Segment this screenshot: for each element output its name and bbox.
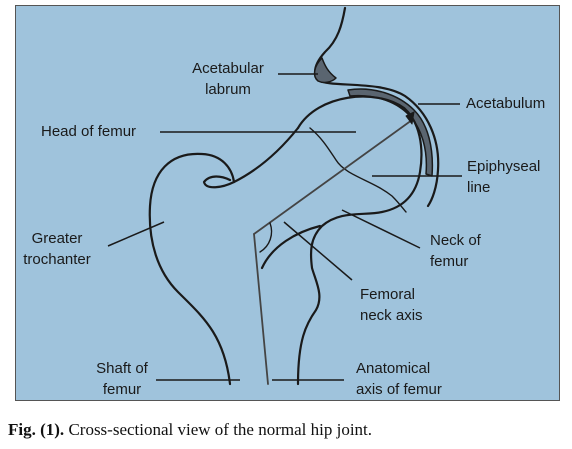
femoral-neck-axis-line [253,119,413,235]
label-shaft-of-femur: Shaft of femur [96,360,148,398]
femoral-head-outline [296,95,423,386]
greater-trochanter-outline [148,152,236,386]
medial-contour [260,224,322,270]
caption-prefix: Fig. (1). [8,420,65,439]
label-neck-of-femur: Neck of femur [430,232,481,270]
leader-neck-axis [283,221,353,281]
label-acetabular-labrum: Acetabular labrum [192,60,264,98]
diagram-panel [15,5,560,401]
label-greater-trochanter: Greater trochanter [23,230,91,268]
acetabulum-marker [405,111,415,125]
label-head-of-femur: Head of femur [41,123,137,140]
label-epiphyseal-line: Epiphyseal line [467,158,541,196]
leader-trochanter [107,221,165,247]
label-anatomical-axis: Anatomical axis of femur [356,360,442,398]
acetabular-labrum [313,57,337,84]
leader-neck [341,209,421,249]
caption-text: Cross-sectional view of the normal hip j… [64,420,373,439]
pelvis-outline [314,6,440,208]
femoral-neck-superior [202,126,300,189]
anatomical-axis-line [253,233,269,385]
label-femoral-neck-axis: Femoral neck axis [360,286,423,324]
label-acetabulum: Acetabulum [466,95,546,112]
epiphyseal-line [309,127,407,213]
neck-shaft-angle-arc [259,222,273,253]
figure-caption: Fig. (1). Cross-sectional view of the no… [8,420,372,440]
